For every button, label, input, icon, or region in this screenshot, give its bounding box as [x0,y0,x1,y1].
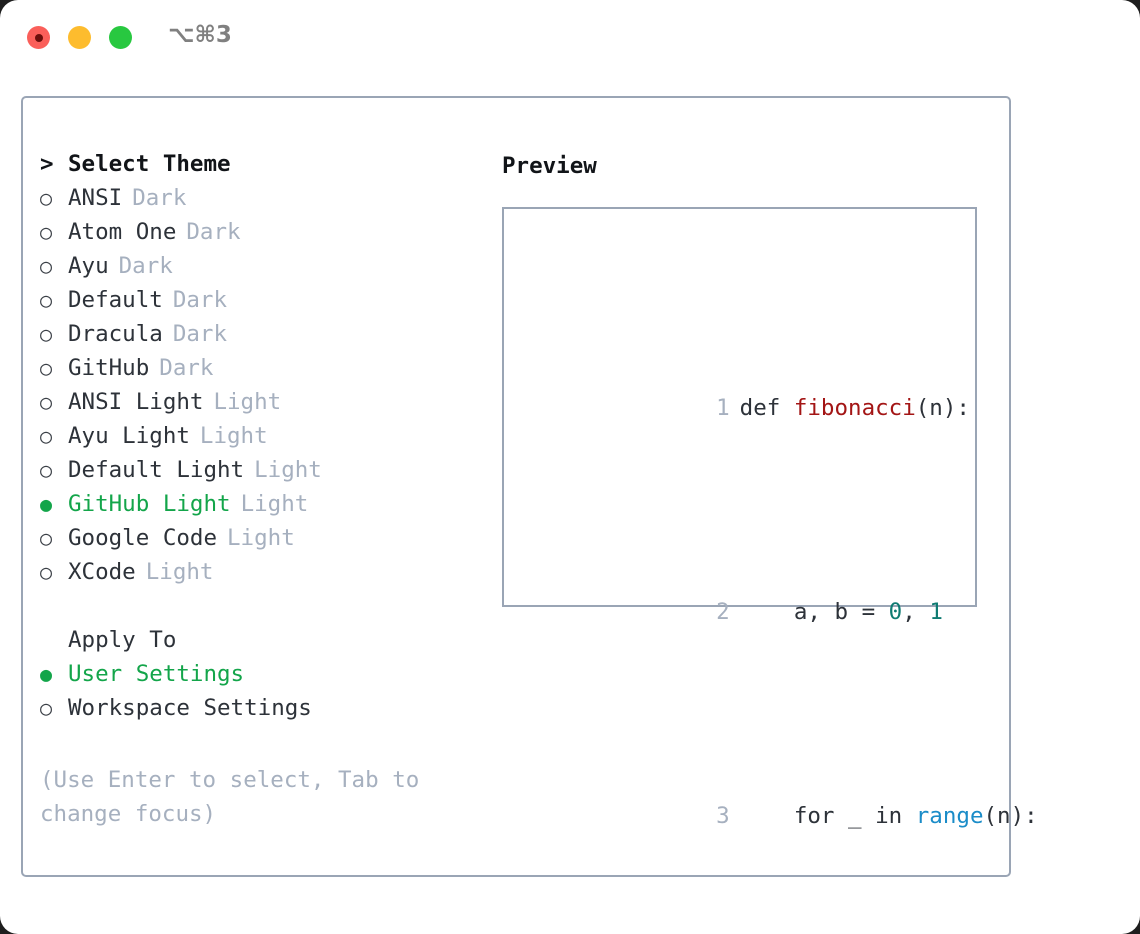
theme-option-dracula-dark[interactable]: ○ Dracula Dark [40,321,490,355]
theme-option-default-light[interactable]: ○ Default Light Light [40,457,490,491]
theme-label: GitHub Light [68,491,231,517]
radio-unselected-icon[interactable]: ○ [40,322,53,346]
close-button[interactable] [27,26,50,49]
radio-unselected-icon[interactable]: ○ [40,424,53,448]
theme-label: XCode [68,559,136,585]
theme-label: Ayu [68,253,109,279]
theme-kind-tag: Light [227,525,295,551]
preview-title: Preview [502,153,597,179]
theme-option-ayu-dark[interactable]: ○ Ayu Dark [40,253,490,287]
apply-to-option-user-settings[interactable]: ● User Settings [40,661,490,695]
select-theme-title: Select Theme [68,151,231,177]
theme-kind-tag: Dark [186,219,241,245]
theme-kind-tag: Light [199,423,268,449]
code-token: for _ in [739,803,916,829]
radio-unselected-icon[interactable]: ○ [40,288,53,312]
code-token: (n): [915,395,970,421]
keyboard-hint-text: (Use Enter to select, Tab to change focu… [40,767,420,827]
theme-label: Google Code [68,525,218,551]
apply-to-title: Apply To [68,627,177,653]
theme-option-default-dark[interactable]: ○ Default Dark [40,287,490,321]
radio-unselected-icon[interactable]: ○ [40,458,53,482]
theme-label: Dracula [68,321,163,347]
code-line: 3 for _ in range(n): [522,765,1092,867]
radio-unselected-icon[interactable]: ○ [40,186,53,210]
minimize-button[interactable] [68,26,91,49]
code-token-number: 1 [929,599,943,625]
line-number: 1 [716,395,730,421]
theme-option-ayu-light[interactable]: ○ Ayu Light Light [40,423,490,457]
main-panel: > Select Theme ○ ANSI Dark ○ Atom One Da… [21,96,1038,877]
line-number: 3 [716,803,730,829]
theme-label: ANSI [68,185,123,211]
code-line: 2 a, b = 0, 1 [522,561,1092,663]
theme-option-ansi-dark[interactable]: ○ ANSI Dark [40,185,490,219]
radio-unselected-icon[interactable]: ○ [40,220,53,244]
theme-kind-tag: Light [145,559,214,585]
radio-unselected-icon[interactable]: ○ [40,254,53,278]
radio-unselected-icon[interactable]: ○ [40,390,53,414]
code-token: a, b = [739,599,889,625]
theme-kind-tag: Dark [172,287,228,313]
caret-icon: > [40,151,54,177]
code-token-number: 0 [888,599,903,625]
radio-unselected-icon[interactable]: ○ [40,356,53,380]
apply-to-option-workspace-settings[interactable]: ○ Workspace Settings [40,695,490,729]
theme-kind-tag: Light [254,457,322,483]
theme-kind-tag: Dark [132,185,187,211]
radio-unselected-icon[interactable]: ○ [40,560,53,584]
theme-kind-tag: Dark [118,253,173,279]
window-shortcut-label: ⌥⌘3 [168,22,232,48]
theme-label: Ayu Light [68,423,190,449]
radio-unselected-icon[interactable]: ○ [40,696,53,720]
theme-option-google-code[interactable]: ○ Google Code Light [40,525,490,559]
code-token: (n): [983,803,1038,829]
radio-selected-icon[interactable]: ● [40,492,53,516]
section-spacer [40,593,490,627]
code-line: 1 def fibonacci(n): [522,357,1092,459]
theme-selector-column: > Select Theme ○ ANSI Dark ○ Atom One Da… [40,151,490,831]
radio-selected-icon[interactable]: ● [40,662,53,686]
window-controls [27,26,132,49]
line-number: 2 [716,599,730,625]
select-theme-header: > Select Theme [40,151,490,185]
theme-label: Atom One [68,219,177,245]
title-bar: ⌥⌘3 [0,0,1140,78]
theme-option-ansi-light[interactable]: ○ ANSI Light Light [40,389,490,423]
theme-label: GitHub [68,355,150,381]
theme-option-github-light[interactable]: ● GitHub Light Light [40,491,490,525]
code-token: , [902,599,930,625]
theme-label: Default [68,287,163,313]
theme-option-github-dark[interactable]: ○ GitHub Dark [40,355,490,389]
apply-to-header: ○ Apply To [40,627,490,661]
theme-label: ANSI Light [68,389,204,415]
theme-option-atom-one-dark[interactable]: ○ Atom One Dark [40,219,490,253]
theme-option-xcode[interactable]: ○ XCode Light [40,559,490,593]
theme-kind-tag: Dark [172,321,228,347]
code-token-builtin: range [915,803,984,829]
theme-label: Default Light [68,457,245,483]
zoom-button[interactable] [109,26,132,49]
code-token: def [739,395,794,421]
theme-kind-tag: Dark [159,355,214,381]
apply-to-label: Workspace Settings [68,695,312,721]
code-token-function: fibonacci [793,395,916,421]
radio-unselected-icon[interactable]: ○ [40,526,53,550]
theme-kind-tag: Light [240,491,309,517]
theme-kind-tag: Light [213,389,282,415]
apply-to-label: User Settings [68,661,245,687]
